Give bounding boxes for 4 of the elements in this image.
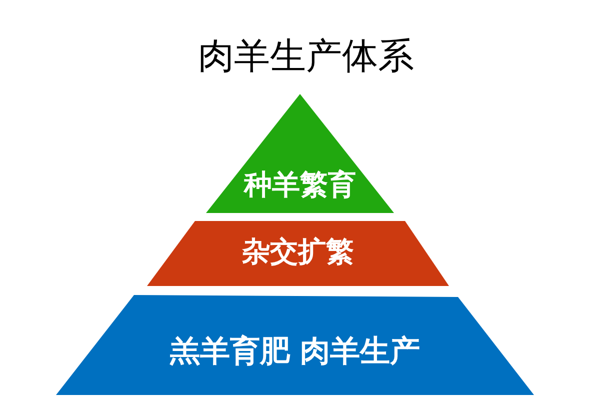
- tier-label: 杂交扩繁: [242, 236, 354, 268]
- tier-label: 种羊繁育: [244, 168, 356, 202]
- tier-label: 羔羊育肥 肉羊生产: [170, 334, 420, 370]
- title: 肉羊生产体系: [198, 35, 414, 78]
